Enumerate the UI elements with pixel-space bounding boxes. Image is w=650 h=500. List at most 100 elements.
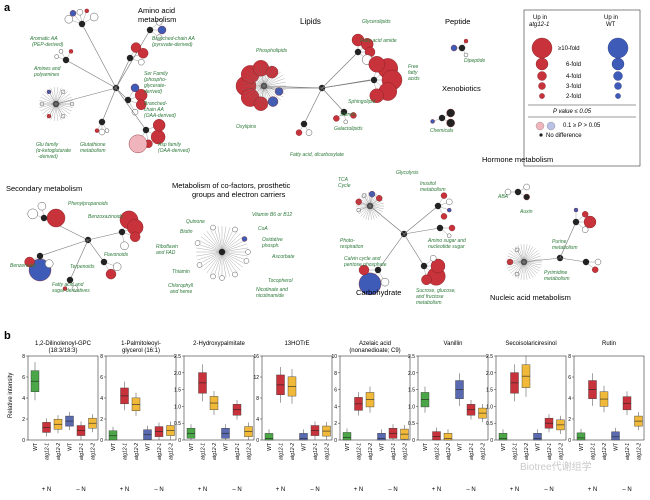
secondary-label: sugar derivatives bbox=[52, 288, 90, 294]
boxplot-text: atg12-1 bbox=[45, 443, 51, 460]
legend-dot bbox=[611, 57, 625, 71]
network-node bbox=[135, 99, 147, 110]
nucleic-label: metabolism bbox=[544, 276, 570, 282]
network-edge bbox=[523, 261, 534, 278]
boxplot-text: + N bbox=[432, 487, 442, 493]
network-edge bbox=[55, 103, 73, 108]
network-edge bbox=[87, 239, 105, 263]
amino-label: (phospho- bbox=[144, 77, 167, 83]
network-edge bbox=[260, 64, 265, 87]
legend-fold-label: 6-fold bbox=[566, 62, 581, 68]
network-node bbox=[350, 112, 357, 119]
amino-label: Branched-chain AA bbox=[152, 36, 196, 42]
boxplot-text: 1.0 bbox=[174, 404, 181, 410]
cofactor-label: phosph. bbox=[261, 243, 280, 249]
boxplot-text: WT bbox=[111, 443, 117, 451]
secondary-label: Phenylpropanoids bbox=[68, 201, 109, 207]
boxplot-text: glycerol (16:1) bbox=[122, 348, 160, 354]
boxplot-text: WT bbox=[68, 443, 74, 451]
network-edge bbox=[249, 69, 265, 87]
amino-label: Aromatic AA bbox=[29, 36, 58, 42]
network-edge bbox=[40, 96, 57, 105]
boxplot-text: 6 bbox=[100, 375, 103, 381]
network-node bbox=[440, 192, 448, 199]
amino-label: Branched- bbox=[144, 101, 167, 107]
carb-label: and fructose bbox=[416, 294, 444, 300]
network-edge bbox=[263, 85, 285, 94]
plot-frame bbox=[339, 355, 411, 441]
box bbox=[576, 432, 586, 441]
network-edge bbox=[510, 261, 525, 274]
boxplot-text: 2.0 bbox=[408, 371, 415, 377]
network-edge bbox=[523, 257, 561, 263]
carbohydrate-network: Carbohydrate Glycolysis TCA Cycle Inosit… bbox=[338, 170, 466, 306]
network-edge bbox=[55, 87, 117, 105]
network-node bbox=[343, 119, 348, 125]
network-edge bbox=[55, 87, 58, 105]
boxplot-text: atg12-2 bbox=[524, 443, 530, 460]
network-edge bbox=[369, 200, 383, 207]
boxplot-text: atg12-1 bbox=[513, 443, 519, 460]
network-edge bbox=[510, 250, 525, 263]
network-node bbox=[440, 213, 448, 220]
network-edge bbox=[221, 251, 248, 257]
network-node bbox=[421, 274, 432, 285]
network-edge bbox=[50, 103, 57, 121]
box bbox=[299, 433, 308, 441]
cofactor-label: Oxidative bbox=[262, 237, 283, 243]
network-node bbox=[152, 119, 166, 132]
boxplot-text: 2 bbox=[100, 417, 103, 423]
network-node bbox=[138, 58, 145, 66]
network-edge bbox=[42, 93, 57, 105]
secondary-label: Fatty acid and bbox=[52, 282, 84, 288]
network-edge bbox=[55, 100, 73, 105]
network-edge bbox=[221, 236, 244, 253]
boxplot-text: WT bbox=[423, 443, 429, 451]
boxplot-text: atg12-2 bbox=[134, 443, 140, 460]
network-edge bbox=[263, 71, 281, 87]
network-edge bbox=[47, 89, 57, 105]
network-edge bbox=[523, 252, 540, 263]
boxplot-text: – N bbox=[154, 487, 163, 493]
boxplot-text: atg12-2 bbox=[368, 443, 374, 460]
network-node bbox=[157, 25, 167, 35]
network-hub bbox=[66, 276, 74, 284]
cofactors-title-1: Metabolism of co-factors, prosthetic bbox=[172, 181, 291, 190]
network-node bbox=[450, 44, 458, 52]
network-edge bbox=[263, 82, 286, 87]
boxplot-text: + N bbox=[198, 487, 208, 493]
network-edge bbox=[360, 195, 371, 207]
amino-label: (α-ketoglutarate bbox=[36, 148, 71, 154]
network-node bbox=[430, 119, 435, 124]
network-node bbox=[71, 285, 79, 292]
boxplot-text: 8 bbox=[334, 371, 337, 377]
network-edge bbox=[514, 246, 525, 263]
network-edge bbox=[256, 85, 265, 107]
network-edge bbox=[206, 251, 223, 274]
cofactors-network: Metabolism of co-factors, prosthetic gro… bbox=[156, 181, 295, 299]
boxplot-text: atg12-1 bbox=[469, 443, 475, 460]
network-edge bbox=[252, 85, 265, 106]
lipid-label: Free bbox=[408, 64, 419, 70]
boxplot-text: – N bbox=[232, 487, 241, 493]
hormone-label: Auxin bbox=[519, 209, 533, 215]
boxplot-text: 4 bbox=[334, 404, 337, 410]
network-edge bbox=[559, 257, 587, 263]
network-edge bbox=[369, 202, 384, 207]
network-node bbox=[104, 128, 110, 133]
network-edge bbox=[321, 79, 375, 89]
network-node bbox=[27, 208, 38, 220]
carb-label: Cycle bbox=[338, 183, 351, 189]
cofactor-label: Vitamin B6 or B12 bbox=[252, 212, 292, 218]
carb-label: metabolism bbox=[416, 300, 442, 306]
network-edge bbox=[356, 202, 371, 207]
legend-dot bbox=[615, 93, 621, 99]
network-edge bbox=[369, 205, 380, 217]
network-hub bbox=[142, 126, 150, 134]
network-node bbox=[368, 56, 385, 73]
network-node bbox=[581, 226, 589, 233]
boxplot-text: – N bbox=[310, 487, 319, 493]
network-edge bbox=[514, 261, 525, 278]
box bbox=[264, 433, 274, 441]
legend-fold-label: 4-fold bbox=[566, 74, 581, 80]
